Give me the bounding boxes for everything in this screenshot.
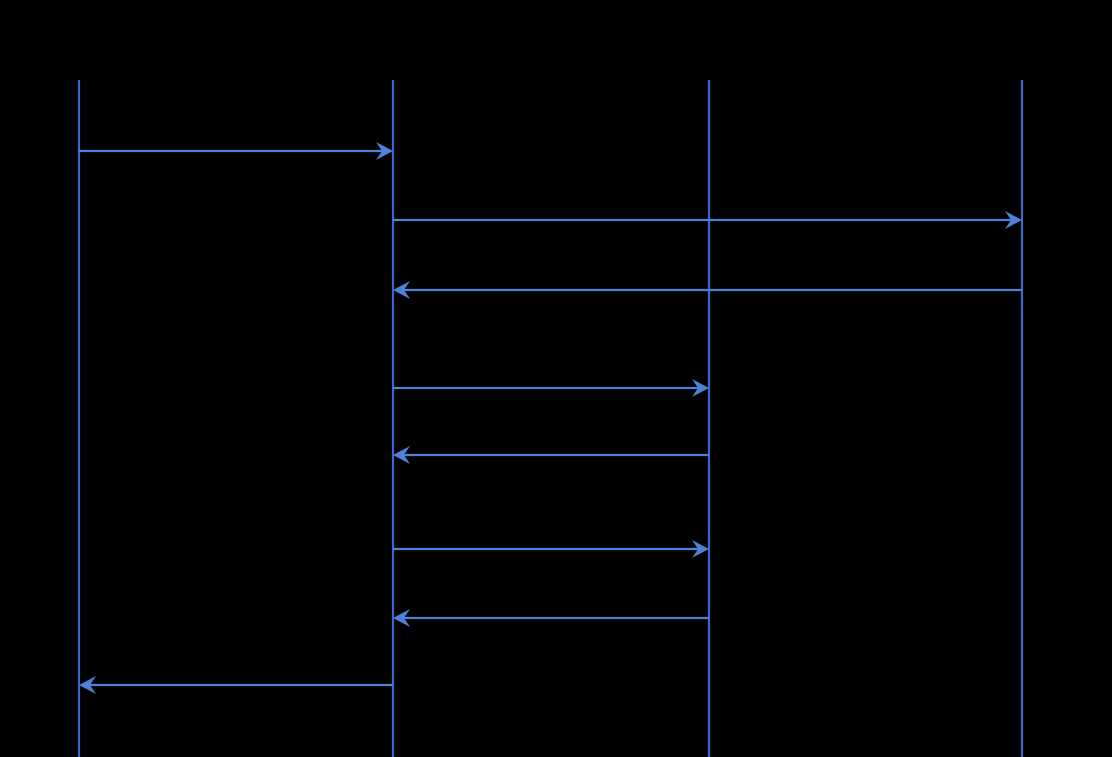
message-arrowhead-5 [393, 446, 410, 464]
message-arrowhead-7 [393, 609, 410, 627]
message-arrowhead-8 [79, 676, 96, 694]
lifelines-group [77, 80, 1024, 757]
message-arrowhead-6 [692, 540, 709, 558]
message-arrowhead-3 [393, 281, 410, 299]
messages-group [79, 142, 1022, 694]
message-arrowhead-1 [376, 142, 393, 160]
message-arrowhead-2 [1005, 211, 1022, 229]
message-arrowhead-4 [692, 379, 709, 397]
